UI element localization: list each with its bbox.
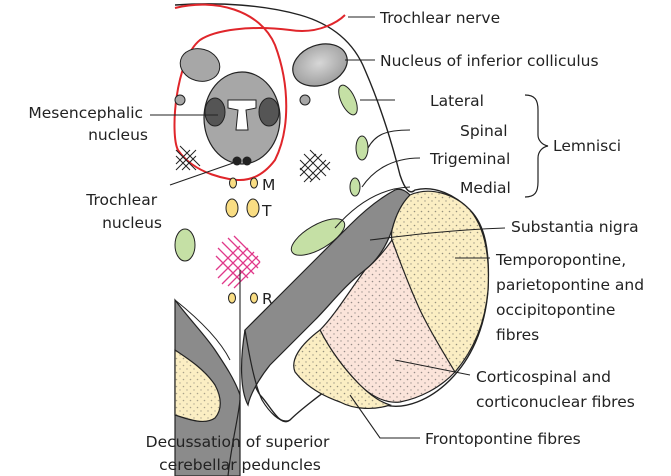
label-trochlear-nerve: Trochlear nerve — [379, 9, 500, 27]
label-corticospinal: Corticospinal and corticonuclear fibres — [476, 368, 635, 411]
spinal-lemniscus — [356, 136, 368, 160]
label-frontopontine: Frontopontine fibres — [425, 430, 581, 448]
label-m-marker: M — [262, 176, 275, 194]
label-lemnisci: Lemnisci — [553, 137, 621, 155]
decussation-hatch — [216, 236, 260, 288]
label-t-marker: T — [261, 202, 272, 220]
label-substantia-nigra: Substantia nigra — [511, 218, 639, 236]
label-mesencephalic-nucleus: Mesencephalic nucleus — [28, 104, 148, 144]
label-trochlear-nucleus: Trochlear nucleus — [85, 191, 162, 232]
reticular-formation-right — [300, 150, 330, 182]
lemnisci-brace — [525, 95, 548, 197]
label-spinal: Spinal — [460, 122, 508, 140]
label-r-marker: R — [262, 290, 273, 308]
label-temporopontine: Temporopontine, parietopontine and occip… — [495, 251, 649, 344]
label-inferior-colliculus: Nucleus of inferior colliculus — [380, 52, 599, 70]
label-trigeminal: Trigeminal — [429, 150, 510, 168]
lateral-lemniscus — [335, 83, 361, 118]
label-medial: Medial — [460, 179, 511, 197]
label-lateral: Lateral — [430, 92, 484, 110]
trigeminal-lemniscus — [350, 178, 360, 196]
